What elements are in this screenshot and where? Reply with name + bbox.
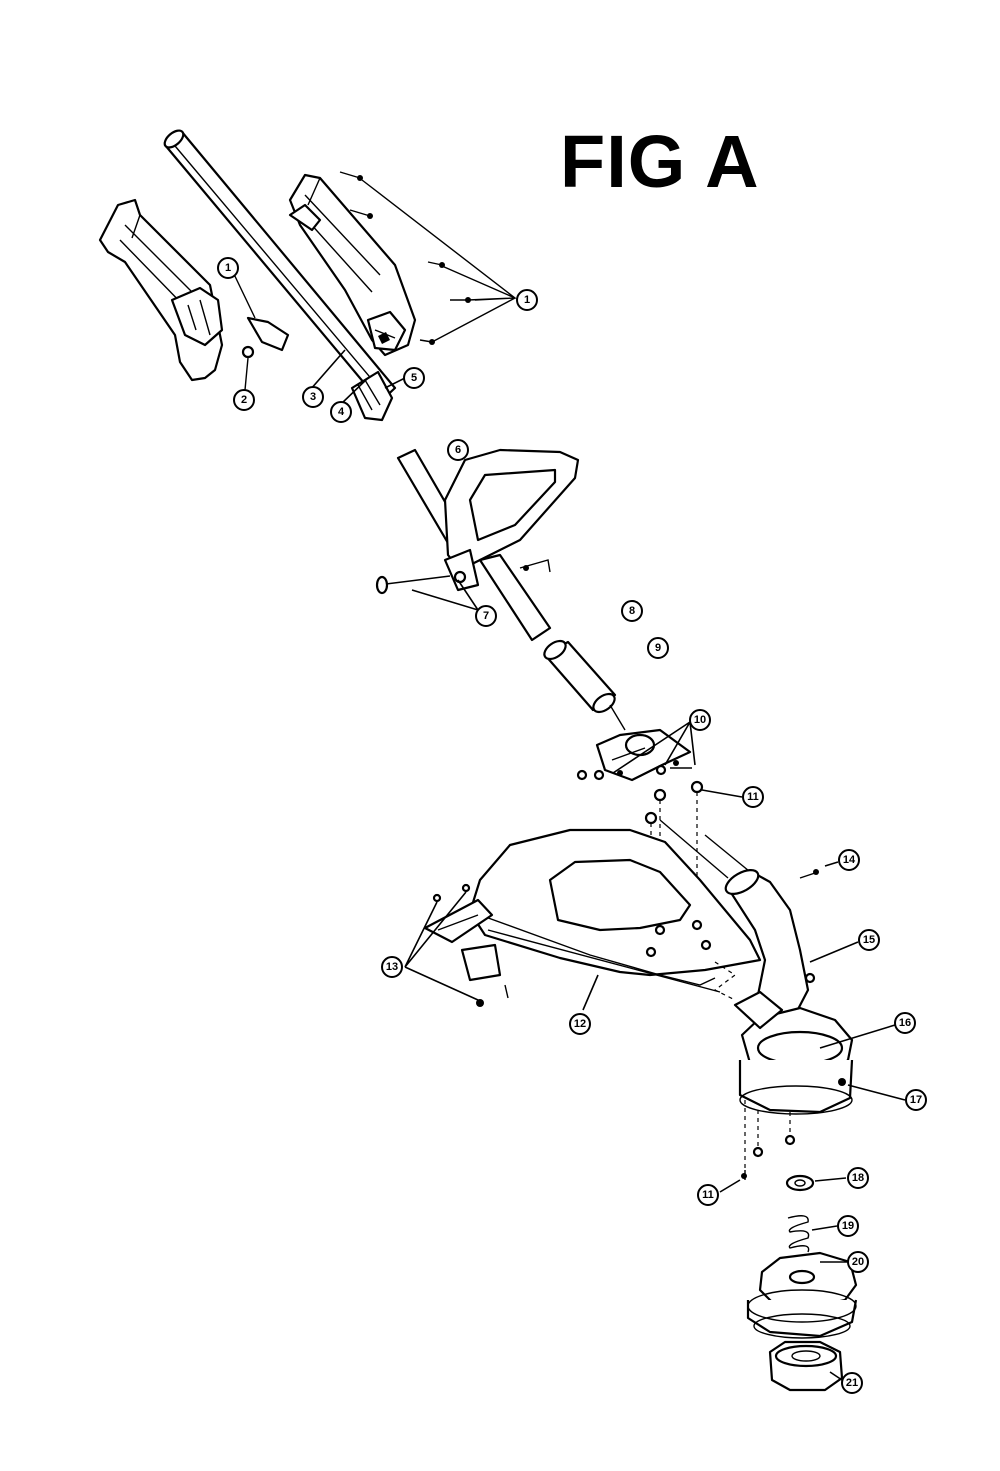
svg-text:7: 7 [483, 610, 489, 622]
screw-14 [799, 861, 839, 879]
callout-5: 5 [403, 367, 425, 389]
callout-21: 21 [841, 1372, 863, 1394]
washer-18 [785, 1174, 847, 1192]
svg-text:13: 13 [386, 961, 398, 973]
callout-14: 14 [838, 849, 860, 871]
svg-text:11: 11 [702, 1189, 714, 1201]
lower-screws [719, 1100, 796, 1193]
callout-1a: 1 [217, 257, 239, 279]
svg-text:14: 14 [843, 854, 856, 866]
nut-2 [241, 345, 255, 391]
callout-9: 9 [647, 637, 669, 659]
svg-text:4: 4 [338, 406, 345, 418]
callout-13: 13 [381, 956, 403, 978]
housing-screws [339, 171, 517, 345]
callout-17: 17 [905, 1089, 927, 1111]
bump-knob-21 [768, 1340, 844, 1392]
callout-4: 4 [330, 401, 352, 423]
svg-text:5: 5 [411, 372, 417, 384]
switch-spring [231, 269, 290, 352]
shaft-tube [163, 129, 397, 422]
pin-9 [609, 704, 626, 731]
callout-3: 3 [302, 386, 324, 408]
svg-text:20: 20 [852, 1256, 864, 1268]
spring-19 [787, 1215, 838, 1253]
svg-text:18: 18 [852, 1172, 864, 1184]
callout-18: 18 [847, 1167, 869, 1189]
callout-6: 6 [447, 439, 469, 461]
callout-8: 8 [621, 600, 643, 622]
svg-text:11: 11 [747, 791, 759, 803]
callout-11a: 11 [742, 786, 764, 808]
svg-text:15: 15 [863, 934, 875, 946]
callout-20: 20 [847, 1251, 869, 1273]
svg-text:8: 8 [629, 605, 635, 617]
bail-handle [375, 448, 580, 642]
svg-text:1: 1 [225, 262, 231, 274]
callout-15: 15 [858, 929, 880, 951]
svg-text:9: 9 [655, 642, 661, 654]
drive-tube-elbow [659, 819, 824, 1030]
callout-16: 16 [894, 1012, 916, 1034]
callout-10: 10 [689, 709, 711, 731]
svg-text:12: 12 [574, 1018, 586, 1030]
callout-12: 12 [569, 1013, 591, 1035]
callout-19: 19 [837, 1215, 859, 1237]
svg-text:6: 6 [455, 444, 461, 456]
coupler-sleeve [543, 639, 617, 714]
svg-text:10: 10 [694, 714, 706, 726]
callout-2: 2 [233, 389, 255, 411]
spool-20 [746, 1251, 858, 1339]
svg-text:1: 1 [524, 294, 530, 306]
motor-housing-16 [733, 990, 906, 1115]
figure-title: FIG A [560, 120, 760, 203]
svg-text:3: 3 [310, 391, 316, 403]
svg-text:21: 21 [846, 1377, 858, 1389]
motor-housing-half-right [288, 173, 417, 357]
motor-housing-half-left [98, 198, 224, 382]
svg-text:19: 19 [842, 1220, 854, 1232]
svg-text:2: 2 [241, 394, 247, 406]
guard-bracket [576, 721, 696, 782]
svg-text:17: 17 [910, 1094, 922, 1106]
grass-guard [404, 828, 762, 1011]
callout-7: 7 [475, 605, 497, 627]
svg-text:16: 16 [899, 1017, 911, 1029]
callout-1b: 1 [516, 289, 538, 311]
callout-11b: 11 [697, 1184, 719, 1206]
